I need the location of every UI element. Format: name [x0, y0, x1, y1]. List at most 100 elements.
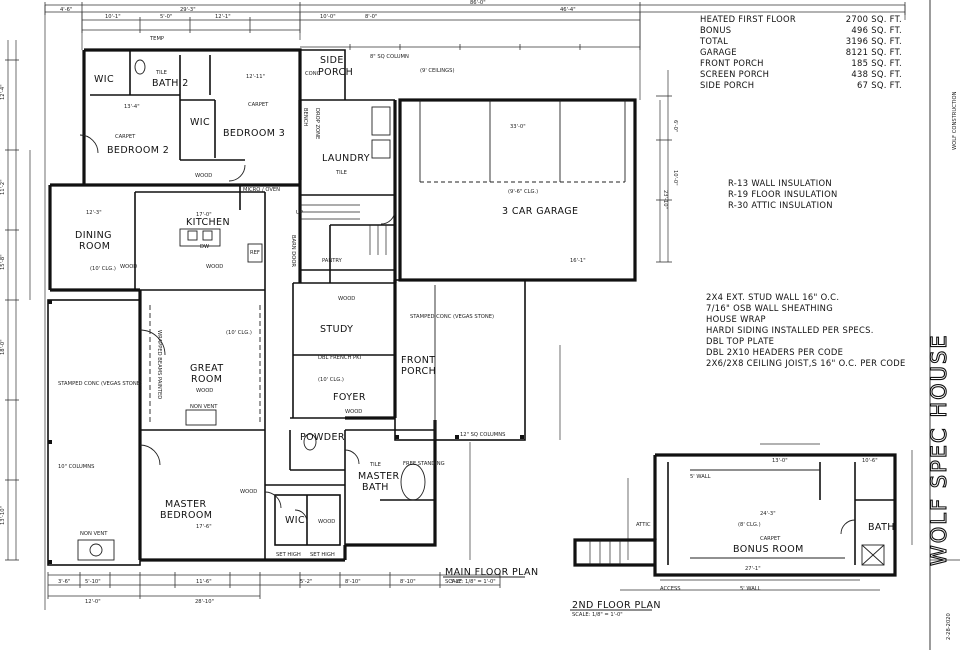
- note-wrapped-beams: WRAPPED BEAMS PAINTED: [156, 330, 162, 399]
- dim-kitchen-w: 17'-0": [196, 212, 212, 218]
- construction-note: 2X4 EXT. STUD WALL 16" O.C.: [706, 292, 839, 302]
- note-ref: REF: [250, 250, 260, 256]
- note-set-high-2: SET HIGH: [310, 552, 335, 558]
- sheet-title: WOLF SPEC HOUSE: [927, 333, 951, 566]
- area-label: FRONT PORCH: [700, 58, 764, 68]
- note-temp: TEMP: [149, 36, 164, 42]
- dim-left-a: 12'-4": [0, 84, 6, 100]
- dim-b2-w: 13'-4": [124, 104, 140, 110]
- note-conc: CONC: [305, 71, 321, 77]
- room-front-1: FRONT: [401, 355, 435, 366]
- second-floor-walls: [573, 453, 897, 577]
- note-dw: DW: [200, 244, 209, 250]
- note-columns-left: 10" COLUMNS: [58, 464, 94, 470]
- note-attic: ATTIC: [636, 522, 651, 528]
- note-foyer-ceiling: (10' CLG.): [318, 377, 344, 383]
- dim-right-a: 6'-0": [672, 120, 678, 132]
- dim-b3-w: 12'-11": [246, 74, 265, 80]
- room-wic-master: WIC: [285, 515, 305, 526]
- room-labels: WIC BATH 2 BEDROOM 2 BEDROOM 3 WIC SIDE …: [75, 55, 894, 555]
- dim-bonus-r: 10'-6": [862, 458, 878, 464]
- construction-note: 2X6/2X8 CEILING JOIST,S 16" O.C. PER COD…: [706, 358, 906, 368]
- note-wood-kitchen: WOOD: [206, 264, 223, 270]
- dim-top-c: 4'-6": [60, 7, 72, 13]
- area-value: 438 SQ. FT.: [851, 69, 902, 79]
- dim-bot-d: 5'-10": [85, 579, 101, 585]
- dim-right-b: 10'-0": [672, 170, 678, 186]
- plan-labels: MAIN FLOOR PLAN SCALE: 1/8" = 1'-0" 2ND …: [443, 567, 661, 618]
- note-non-vent-2: NON VENT: [190, 404, 218, 410]
- dim-left-c: 15'-8": [0, 254, 6, 270]
- area-label: SCREEN PORCH: [700, 69, 769, 79]
- dimension-lines: [5, 2, 913, 610]
- note-stamped-left: STAMPED CONC (VEGAS STONE): [58, 381, 142, 387]
- dim-bot-b: 3'-6": [58, 579, 70, 585]
- main-floor-walls: [47, 48, 637, 566]
- note-sq-column: 12" SQ COLUMNS: [460, 432, 505, 438]
- construction-note: DBL TOP PLATE: [706, 336, 774, 346]
- area-label: TOTAL: [699, 36, 728, 46]
- area-value: 8121 SQ. FT.: [846, 47, 902, 57]
- note-bench: BENCH: [302, 108, 308, 126]
- dim-bonus-top: 13'-0": [772, 458, 788, 464]
- note-tile-mbath: TILE: [369, 462, 381, 468]
- dim-garage-w: 33'-0": [510, 124, 526, 130]
- dim-dining-w: 12'-3": [86, 210, 102, 216]
- room-powder: POWDER: [300, 432, 345, 443]
- dim-bot-g: 8'-10": [400, 579, 416, 585]
- note-dining-ceiling: (10' CLG.): [90, 266, 116, 272]
- construction-note: 7/16" OSB WALL SHEATHING: [706, 303, 833, 313]
- room-wic-b3: WIC: [190, 117, 210, 128]
- room-side-porch-2: PORCH: [318, 67, 353, 78]
- note-tile-laundry: TILE: [335, 170, 347, 176]
- note-carpet-b2: CARPET: [115, 134, 136, 140]
- second-floor-scale: SCALE: 1/8" = 1'-0": [572, 612, 623, 618]
- insulation-note: R-30 ATTIC INSULATION: [728, 200, 833, 210]
- insulation-note: R-19 FLOOR INSULATION: [728, 189, 838, 199]
- note-wood-great: WOOD: [196, 388, 213, 394]
- title-block: WOLF SPEC HOUSE WOLF CONSTRUCTION 2-28-2…: [926, 91, 958, 640]
- second-floor-label: 2ND FLOOR PLAN: [572, 600, 661, 611]
- area-value: 185 SQ. FT.: [851, 58, 902, 68]
- construction-note: HARDI SIDING INSTALLED PER SPECS.: [706, 325, 874, 335]
- note-stamped-front: STAMPED CONC (VEGAS STONE): [410, 314, 494, 320]
- dim-top-f: 12'-1": [215, 14, 231, 20]
- note-dbl-french: DBL FRENCH PKT: [318, 355, 363, 361]
- dim-left-e: 13'-10": [0, 506, 6, 525]
- dimension-labels: 86'-0" 29'-3" 46'-4" 4'-6" 10'-1" 5'-0" …: [0, 0, 878, 605]
- room-laundry: LAUNDRY: [322, 153, 370, 164]
- note-five-wall-2: 5' WALL: [740, 586, 761, 592]
- room-garage: 3 CAR GARAGE: [502, 206, 578, 217]
- room-master-bath-2: BATH: [362, 482, 389, 493]
- note-wood-foyer: WOOD: [345, 409, 362, 415]
- dim-bonus-w: 24'-3": [760, 511, 776, 517]
- area-value: 496 SQ. FT.: [851, 25, 902, 35]
- note-non-vent-1: NON VENT: [80, 531, 108, 537]
- company-name: WOLF CONSTRUCTION: [952, 91, 958, 150]
- dim-right-c: 23'-10": [662, 190, 668, 209]
- construction-note: DBL 2X10 HEADERS PER CODE: [706, 347, 843, 357]
- dim-top-e: 5'-0": [160, 14, 172, 20]
- note-wood-hall: WOOD: [195, 173, 212, 179]
- note-wood-study: WOOD: [338, 296, 355, 302]
- area-label: GARAGE: [700, 47, 737, 57]
- note-pantry: PANTRY: [322, 258, 343, 264]
- note-bonus-ceiling: (8' CLG.): [738, 522, 761, 528]
- room-bedroom2: BEDROOM 2: [107, 145, 169, 156]
- area-label: HEATED FIRST FLOOR: [700, 14, 796, 24]
- dim-bot-c: 11'-6": [196, 579, 212, 585]
- room-dining-2: ROOM: [79, 241, 110, 252]
- room-front-2: PORCH: [401, 366, 436, 377]
- room-bedroom3: BEDROOM 3: [223, 128, 285, 139]
- room-study: STUDY: [320, 324, 353, 335]
- room-foyer: FOYER: [333, 392, 366, 403]
- note-carpet-bonus: CARPET: [760, 536, 781, 542]
- dim-left-d: 18'-0": [0, 339, 6, 355]
- area-value: 67 SQ. FT.: [857, 80, 902, 90]
- room-great-2: ROOM: [191, 374, 222, 385]
- dim-bot-e: 8'-10": [345, 579, 361, 585]
- room-wic-top: WIC: [94, 74, 114, 85]
